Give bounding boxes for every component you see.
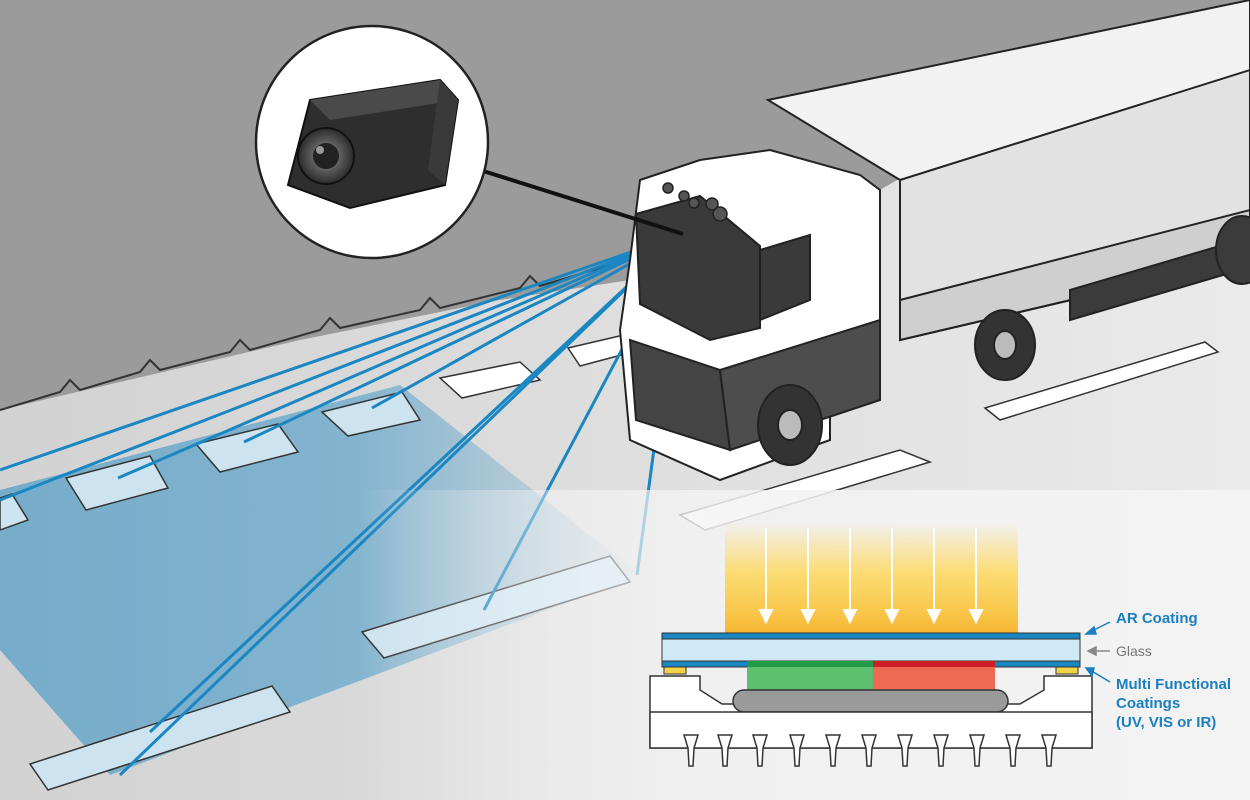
light-arrow-icon [758, 528, 984, 625]
mfc-line-3: (UV, VIS or IR) [1116, 714, 1217, 731]
ar-coating-label: AR Coating [1116, 610, 1198, 627]
camera-connector-line [479, 168, 684, 236]
label-arrows [1084, 621, 1111, 683]
incident-light [725, 522, 1018, 634]
truck-icon [618, 0, 1250, 482]
camera-icon [254, 24, 490, 260]
glass-arrow [1086, 645, 1110, 657]
grass-edge [0, 257, 641, 411]
glass-label: Glass [1116, 643, 1152, 659]
sensor-chip-icon [649, 632, 1093, 767]
mfc-line-1: Multi Functional [1116, 676, 1231, 693]
multi-functional-coatings-label: Multi Functional Coatings (UV, VIS or IR… [1116, 675, 1231, 732]
mfc-line-2: Coatings [1116, 695, 1181, 712]
